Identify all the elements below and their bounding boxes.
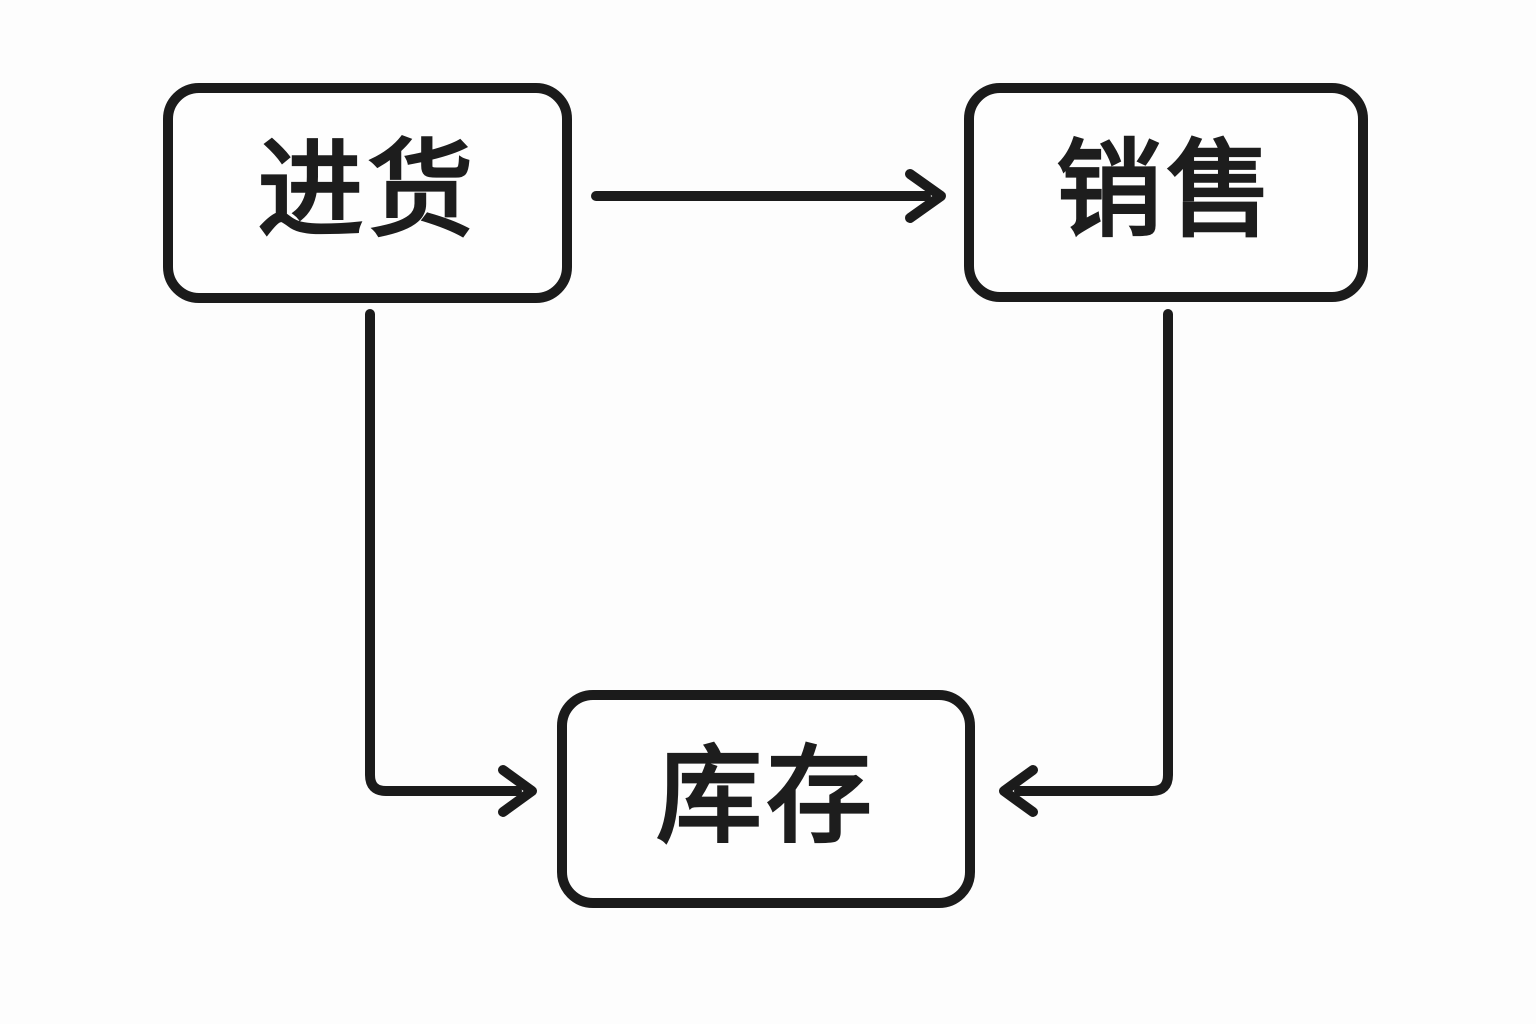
arrowhead-right-icon	[905, 169, 946, 223]
arrowhead-right-icon	[498, 765, 537, 817]
arrow-purchase-to-inventory	[365, 309, 537, 817]
node-inventory-label: 库存	[656, 735, 876, 858]
node-sales-label: 销售	[1056, 128, 1276, 252]
node-purchase: 进货	[163, 83, 572, 303]
node-inventory: 库存	[557, 690, 975, 908]
node-purchase-label: 进货	[257, 129, 478, 252]
arrow-sales-to-inventory	[999, 309, 1173, 817]
node-sales: 销售	[964, 83, 1368, 302]
arrowhead-left-icon	[999, 765, 1038, 817]
arrow-purchase-to-sales	[591, 169, 946, 223]
